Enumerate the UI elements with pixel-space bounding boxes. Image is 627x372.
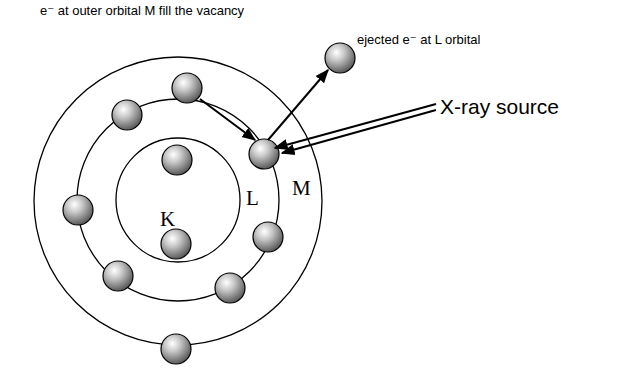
fill-note: e⁻ at outer orbital M fill the vacancy: [40, 4, 244, 18]
shell-label: K: [160, 208, 175, 231]
orbit-shells: [34, 57, 322, 345]
arrows: [200, 70, 436, 153]
source-label: X-ray source: [440, 95, 559, 118]
shell-label: M: [292, 177, 311, 200]
shell-label: L: [246, 187, 259, 210]
ejected-note: ejected e⁻ at L orbital: [357, 33, 480, 47]
electrons: [63, 43, 355, 364]
